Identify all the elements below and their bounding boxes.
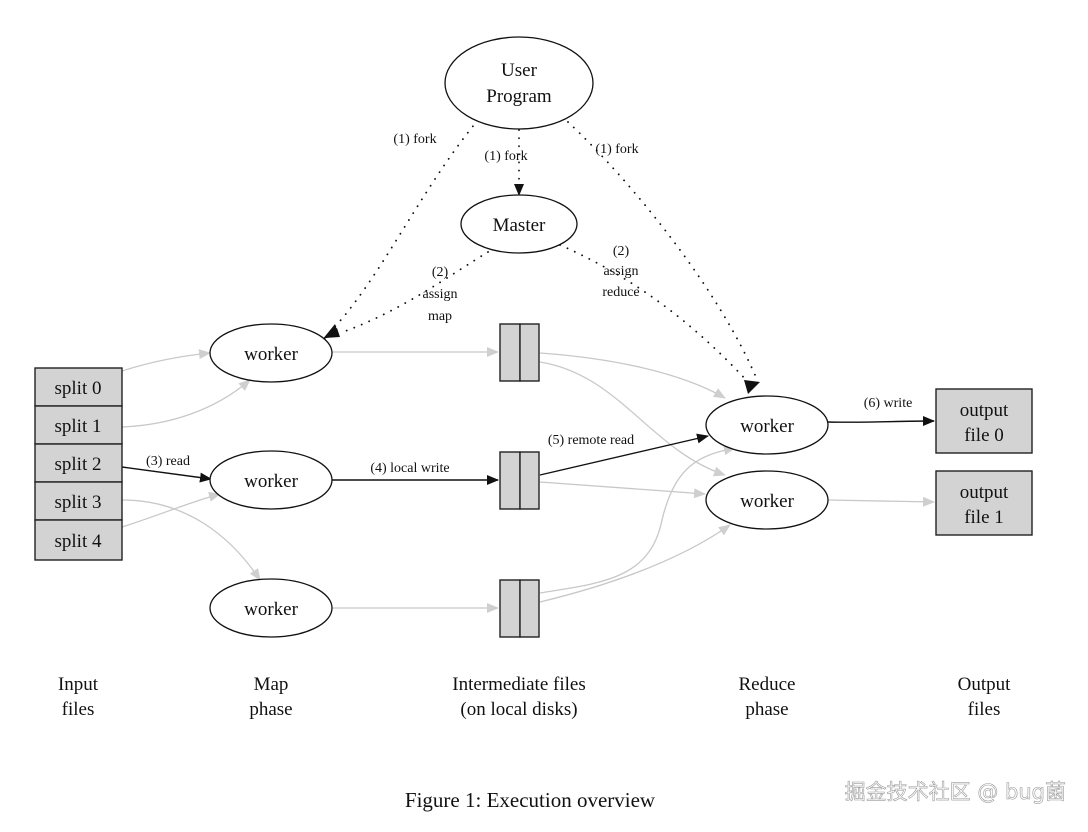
- user-program-node: User Program: [444, 36, 594, 130]
- label-assign-map-line2: assign: [423, 287, 458, 302]
- arrow-reduce: [744, 380, 760, 394]
- label-remote-read: (5) remote read: [548, 433, 634, 448]
- output-file-0: output file 0: [935, 388, 1033, 454]
- map-worker-2-label: worker: [244, 471, 298, 492]
- edge-split1-map1: [121, 379, 251, 428]
- label-read: (3) read: [146, 454, 190, 469]
- master-node: Master: [460, 194, 578, 254]
- output-file-0-line1: output: [960, 400, 1009, 421]
- phase-intermediate-line2: (on local disks): [460, 699, 577, 720]
- label-fork-right: (1) fork: [595, 142, 638, 157]
- label-write: (6) write: [864, 396, 913, 411]
- map-worker-1-label: worker: [244, 344, 298, 365]
- edge-remote-read: [539, 433, 709, 476]
- master-label: Master: [493, 215, 546, 236]
- split-1-box: [34, 405, 123, 445]
- phase-output-line1: Output: [958, 674, 1012, 695]
- edge-labels: (1) fork (1) fork (1) fork (2) assign ma…: [146, 132, 912, 476]
- edge-assign-reduce: [559, 244, 749, 383]
- user-program-label-line2: Program: [486, 86, 552, 107]
- split-1-label: split 1: [55, 416, 102, 437]
- label-assign-reduce-line1: (2): [613, 244, 630, 259]
- split-2-box: [34, 443, 123, 483]
- split-3-label: split 3: [55, 492, 102, 513]
- edge-inter1-reduce2: [539, 361, 726, 477]
- figure-caption: Figure 1: Execution overview: [405, 788, 656, 812]
- input-splits: split 0 split 1 split 2 split 3 split 4: [34, 367, 123, 561]
- edge-split4-map2: [121, 492, 221, 528]
- solid-edges: [121, 416, 935, 485]
- edge-inter2-reduce2: [539, 481, 706, 499]
- phase-map-line2: phase: [249, 699, 292, 720]
- arrow-fork-center: [514, 184, 524, 196]
- dotted-edges: [322, 119, 760, 394]
- output-file-0-line2: file 0: [964, 425, 1004, 446]
- intermediate-file-3: [499, 579, 540, 638]
- arrow-assign-map: [325, 328, 340, 338]
- intermediate-file-1: [499, 323, 540, 382]
- label-local-write: (4) local write: [370, 461, 449, 476]
- reduce-worker-1-label: worker: [740, 416, 794, 437]
- output-file-1: output file 1: [935, 470, 1033, 536]
- edge-assign-map: [339, 251, 489, 334]
- watermark: 掘金技术社区 @ bug菌: [845, 780, 1066, 804]
- reduce-worker-2: worker: [705, 470, 829, 530]
- phase-labels: Input files Map phase Intermediate files…: [58, 674, 1011, 720]
- label-assign-reduce-line3: reduce: [602, 285, 639, 300]
- reduce-worker-2-label: worker: [740, 491, 794, 512]
- map-worker-3-label: worker: [244, 599, 298, 620]
- edge-reduce2-output1: [827, 496, 935, 507]
- edge-split3-map3: [121, 499, 261, 581]
- user-program-label-line1: User: [501, 60, 538, 81]
- split-4-box: [34, 519, 123, 561]
- split-4-label: split 4: [55, 531, 102, 552]
- label-assign-reduce-line2: assign: [604, 264, 639, 279]
- edge-inter3-reduce2: [539, 524, 731, 603]
- edge-inter3-reduce1: [539, 445, 736, 594]
- intermediate-file-2: [499, 451, 540, 510]
- split-2-label: split 2: [55, 454, 102, 475]
- map-worker-3: worker: [209, 578, 333, 638]
- phase-reduce-line2: phase: [745, 699, 788, 720]
- map-worker-1: worker: [209, 323, 333, 383]
- edge-fork-right: [567, 121, 759, 383]
- phase-input-line2: files: [62, 699, 95, 720]
- edge-split0-map1: [121, 349, 211, 372]
- edge-inter1-reduce1: [539, 352, 726, 399]
- edge-read: [121, 466, 212, 483]
- label-assign-map-line3: map: [428, 309, 452, 324]
- arrow-fork-left: [322, 324, 338, 340]
- label-assign-map-line1: (2): [432, 265, 449, 280]
- map-worker-2: worker: [209, 450, 333, 510]
- output-file-1-line1: output: [960, 482, 1009, 503]
- split-0-label: split 0: [55, 378, 102, 399]
- phase-output-line2: files: [968, 699, 1001, 720]
- phase-intermediate-line1: Intermediate files: [452, 674, 585, 695]
- label-fork-left: (1) fork: [393, 132, 436, 147]
- edge-write: [827, 416, 935, 427]
- output-file-1-line2: file 1: [964, 507, 1004, 528]
- gray-edges: [121, 347, 935, 613]
- phase-map-line1: Map: [254, 674, 289, 695]
- phase-reduce-line1: Reduce: [739, 674, 796, 695]
- reduce-worker-1: worker: [705, 395, 829, 455]
- phase-input-line1: Input: [58, 674, 99, 695]
- label-fork-center: (1) fork: [484, 149, 527, 164]
